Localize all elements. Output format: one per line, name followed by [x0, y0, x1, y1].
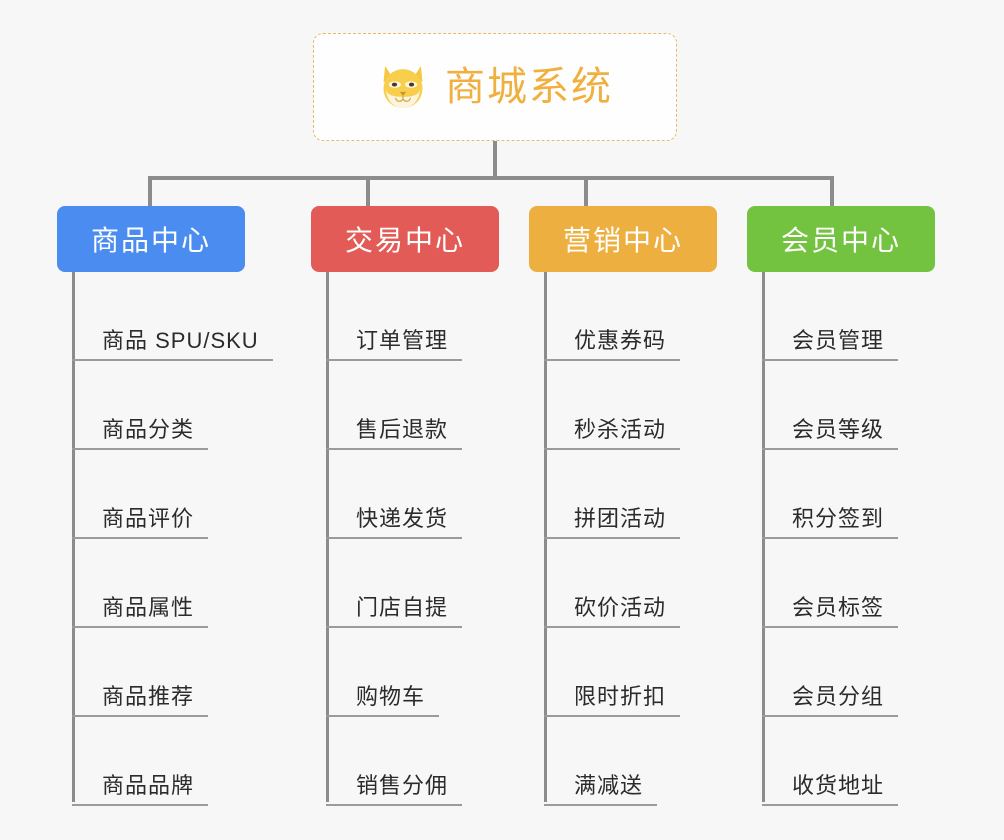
- leaf-list: 订单管理 售后退款 快递发货 门店自提 购物车 销售分佣: [311, 272, 499, 806]
- leaf-item[interactable]: 商品推荐: [72, 628, 245, 717]
- shiba-dog-face-icon: [383, 65, 423, 109]
- leaf-item[interactable]: 积分签到: [762, 450, 935, 539]
- connector-drop-1: [148, 176, 152, 210]
- leaf-list: 会员管理 会员等级 积分签到 会员标签 会员分组 收货地址: [747, 272, 935, 806]
- leaf-item[interactable]: 商品属性: [72, 539, 245, 628]
- leaf-item[interactable]: 快递发货: [326, 450, 499, 539]
- leaf-item[interactable]: 会员分组: [762, 628, 935, 717]
- leaf-label: 订单管理: [356, 327, 449, 353]
- leaf-label: 商品品牌: [102, 772, 195, 798]
- leaf-label: 拼团活动: [574, 505, 667, 531]
- branch-header-trade[interactable]: 交易中心: [311, 206, 499, 272]
- branch-column-marketing: 营销中心 优惠券码 秒杀活动 拼团活动 砍价活动 限时折扣 满减送: [529, 206, 717, 806]
- leaf-label: 会员分组: [792, 683, 885, 709]
- branch-header-marketing[interactable]: 营销中心: [529, 206, 717, 272]
- leaf-label: 售后退款: [356, 416, 449, 442]
- leaf-item[interactable]: 商品 SPU/SKU: [72, 272, 273, 361]
- leaf-item[interactable]: 拼团活动: [544, 450, 717, 539]
- leaf-item[interactable]: 会员标签: [762, 539, 935, 628]
- connector-drop-2: [366, 176, 370, 210]
- leaf-label: 门店自提: [356, 594, 449, 620]
- branch-column-product: 商品中心 商品 SPU/SKU 商品分类 商品评价 商品属性 商品推荐 商品品牌: [57, 206, 273, 806]
- leaf-label: 会员管理: [792, 327, 885, 353]
- leaf-item[interactable]: 收货地址: [762, 717, 935, 806]
- leaf-label: 优惠券码: [574, 327, 667, 353]
- branch-header-label: 会员中心: [780, 225, 901, 256]
- connector-drop-3: [584, 176, 588, 210]
- leaf-item[interactable]: 售后退款: [326, 361, 499, 450]
- branch-column-trade: 交易中心 订单管理 售后退款 快递发货 门店自提 购物车 销售分佣: [311, 206, 499, 806]
- leaf-list: 商品 SPU/SKU 商品分类 商品评价 商品属性 商品推荐 商品品牌: [57, 272, 273, 806]
- root-title: 商城系统: [445, 65, 613, 109]
- leaf-item[interactable]: 购物车: [326, 628, 499, 717]
- leaf-item[interactable]: 订单管理: [326, 272, 499, 361]
- leaf-label: 商品分类: [102, 416, 195, 442]
- leaf-label: 满减送: [574, 772, 644, 798]
- leaf-label: 砍价活动: [574, 594, 667, 620]
- leaf-item[interactable]: 限时折扣: [544, 628, 717, 717]
- connector-stem: [493, 141, 497, 179]
- leaf-label: 快递发货: [356, 505, 449, 531]
- leaf-label: 会员等级: [792, 416, 885, 442]
- leaf-item[interactable]: 商品分类: [72, 361, 245, 450]
- leaf-label: 购物车: [356, 683, 426, 709]
- leaf-label: 积分签到: [792, 505, 885, 531]
- leaf-item[interactable]: 商品评价: [72, 450, 245, 539]
- branch-header-product[interactable]: 商品中心: [57, 206, 245, 272]
- leaf-item[interactable]: 门店自提: [326, 539, 499, 628]
- leaf-item[interactable]: 秒杀活动: [544, 361, 717, 450]
- leaf-label: 商品推荐: [102, 683, 195, 709]
- root-node[interactable]: 商城系统: [313, 33, 677, 141]
- branch-header-member[interactable]: 会员中心: [747, 206, 935, 272]
- connector-drop-4: [830, 176, 834, 210]
- leaf-label: 销售分佣: [356, 772, 449, 798]
- leaf-label: 商品评价: [102, 505, 195, 531]
- leaf-item[interactable]: 会员管理: [762, 272, 935, 361]
- leaf-item[interactable]: 销售分佣: [326, 717, 499, 806]
- leaf-item[interactable]: 砍价活动: [544, 539, 717, 628]
- leaf-label: 商品属性: [102, 594, 195, 620]
- leaf-item[interactable]: 满减送: [544, 717, 717, 806]
- branch-column-member: 会员中心 会员管理 会员等级 积分签到 会员标签 会员分组 收货地址: [747, 206, 935, 806]
- leaf-label: 收货地址: [792, 772, 885, 798]
- branch-header-label: 交易中心: [344, 225, 465, 256]
- leaf-label: 商品 SPU/SKU: [102, 327, 259, 353]
- connector-bus: [148, 176, 834, 180]
- leaf-item[interactable]: 会员等级: [762, 361, 935, 450]
- leaf-label: 秒杀活动: [574, 416, 667, 442]
- leaf-item[interactable]: 优惠券码: [544, 272, 717, 361]
- branch-header-label: 商品中心: [90, 225, 211, 256]
- leaf-item[interactable]: 商品品牌: [72, 717, 245, 806]
- leaf-label: 限时折扣: [574, 683, 667, 709]
- leaf-label: 会员标签: [792, 594, 885, 620]
- branch-header-label: 营销中心: [562, 225, 683, 256]
- leaf-list: 优惠券码 秒杀活动 拼团活动 砍价活动 限时折扣 满减送: [529, 272, 717, 806]
